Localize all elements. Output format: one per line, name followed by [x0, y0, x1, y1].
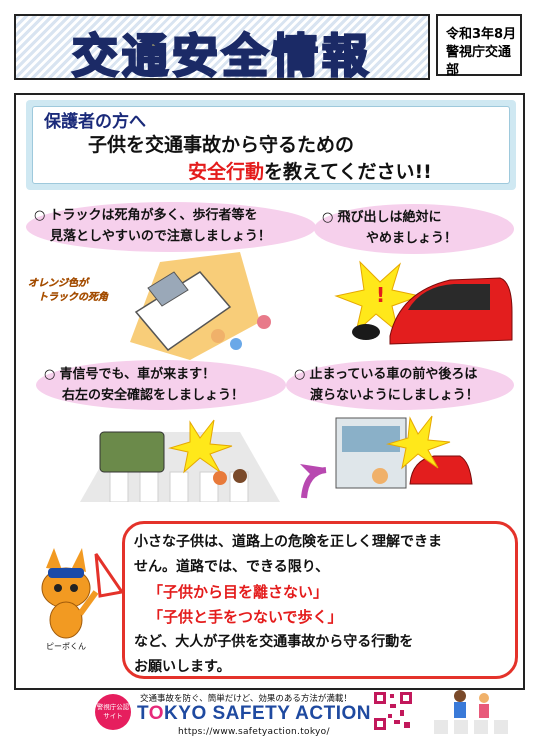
headline-highlight: 安全行動 — [188, 161, 265, 183]
footer-crosswalk-illustration — [434, 690, 508, 734]
tip-bubble-3 — [36, 360, 286, 410]
tip-text-4: ○ 止まっている車の前や後ろは 渡らないようにしましょう！ — [294, 367, 479, 403]
crosswalk-illustration — [80, 419, 280, 502]
speech-bubble — [122, 521, 518, 679]
quote-2: 「子供と手をつないで歩く」 — [148, 608, 343, 626]
speech-text: 小さな子供は、道路上の危険を正しく理解できま せん。道路では、できる限り、 「子… — [134, 530, 514, 680]
headline-line2: 子供を交通事故から守るための — [88, 134, 355, 156]
site-url-link[interactable]: https://www.safetyaction.tokyo/ — [178, 727, 330, 737]
headline-line1: 保護者の方へ — [44, 112, 146, 132]
tip-text-2: ○ 飛び出しは絶対に やめましょう！ — [322, 210, 458, 246]
svg-text:!: ! — [376, 283, 385, 307]
truck-caption: オレンジ色が トラックの死角 — [28, 278, 108, 303]
tip-text-1: ○ トラックは死角が多く、歩行者等を 見落としやすいので注意しましょう！ — [34, 208, 271, 244]
mascot-pipo-kun — [41, 548, 122, 639]
date-box: 令和3年8月 警視庁交通部 — [436, 14, 522, 78]
qr-code-icon — [372, 690, 414, 732]
headline-banner — [26, 100, 516, 190]
mascot-label: ピーポくん — [46, 642, 86, 651]
dashout-illustration: ! — [334, 260, 513, 345]
page-title: 交通安全情報 — [71, 28, 372, 80]
footer-tagline: 交通事故を防ぐ、簡単だけど、効果のある方法が満載！ — [140, 694, 352, 704]
tip-text-3: ○ 青信号でも、車が来ます！ 右左の安全確認をしましょう！ — [44, 367, 245, 403]
quote-1: 「子供から目を離さない」 — [148, 583, 329, 601]
parked-car-illustration — [300, 415, 473, 499]
tip-bubble-1 — [26, 202, 316, 252]
brand-logo: TOKYO SAFETY ACTION — [137, 703, 372, 724]
official-site-badge: 警視庁公認サイト — [95, 694, 131, 730]
issue-date: 令和3年8月 — [446, 27, 517, 42]
issuer: 警視庁交通部 — [446, 45, 512, 78]
tip-bubble-2 — [314, 204, 514, 254]
title-box: 交通安全情報 — [14, 14, 430, 80]
truck-blindspot-illustration — [130, 252, 271, 360]
headline-line3: 安全行動を教えてください!! — [188, 157, 432, 184]
headline-rest: を教えてください!! — [264, 161, 432, 183]
content-frame — [14, 93, 525, 690]
tip-bubble-4 — [286, 360, 514, 410]
